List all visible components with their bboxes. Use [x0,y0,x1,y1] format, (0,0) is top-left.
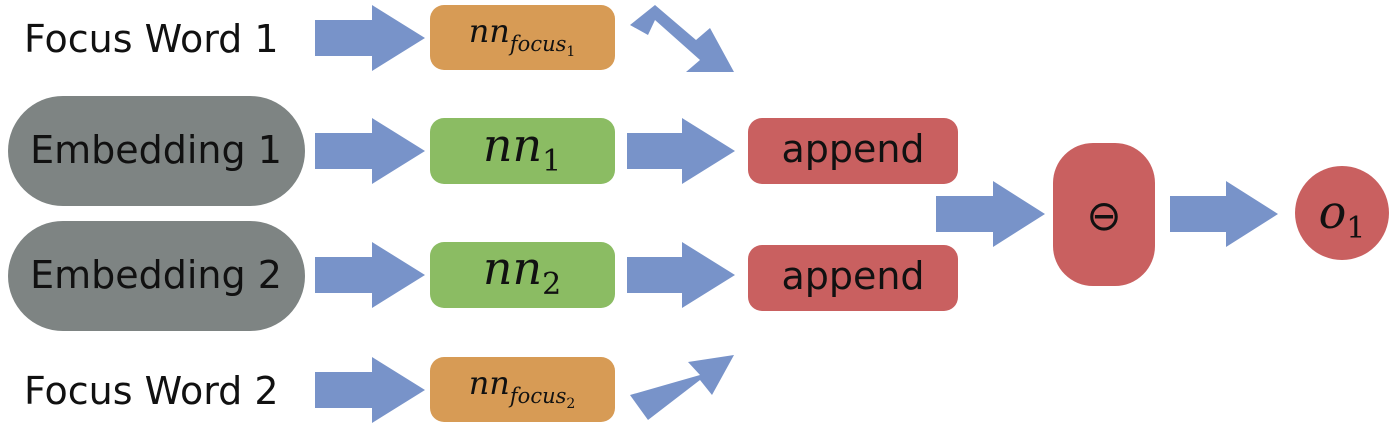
append-2-label: append [781,254,924,298]
append-1-label: append [781,127,924,171]
arrow-nn-focus-1-to-append-1 [630,5,734,72]
arrow-embedding-1-to-nn [315,118,425,184]
arrow-append-to-subtract [936,181,1045,247]
subtract-node [1053,143,1155,286]
output-node [1295,166,1389,260]
embedding-1-node [8,96,305,206]
nn-focus-1-label: nnfocus1 [469,12,576,60]
focus-word-1-label: Focus Word 1 [24,17,279,61]
embedding-2-label: Embedding 2 [30,253,282,297]
append-2-node [748,245,958,311]
arrow-focus-1-to-nn [315,5,425,71]
nn-focus-2-label: nnfocus2 [469,364,576,412]
subtract-symbol: ⊖ [1086,191,1121,240]
nn-2-node [430,242,615,308]
arrow-nn-2-to-append-2 [627,242,735,308]
output-label: o1 [1319,185,1366,246]
arrow-embedding-2-to-nn [315,242,425,308]
embedding-1-label: Embedding 1 [30,128,282,172]
arrow-nn-1-to-append-1 [627,118,735,184]
nn-1-node [430,118,615,184]
nn-focus-1-node [430,5,615,70]
arrow-subtract-to-output [1170,181,1278,247]
arrow-nn-focus-2-to-append-2 [630,355,734,420]
nn-1-label: nn1 [483,118,561,179]
focus-word-2-label: Focus Word 2 [24,369,279,413]
append-1-node [748,118,958,184]
arrow-focus-2-to-nn [315,357,425,423]
nn-2-label: nn2 [483,241,561,302]
embedding-2-node [8,221,305,331]
nn-focus-2-node [430,357,615,422]
